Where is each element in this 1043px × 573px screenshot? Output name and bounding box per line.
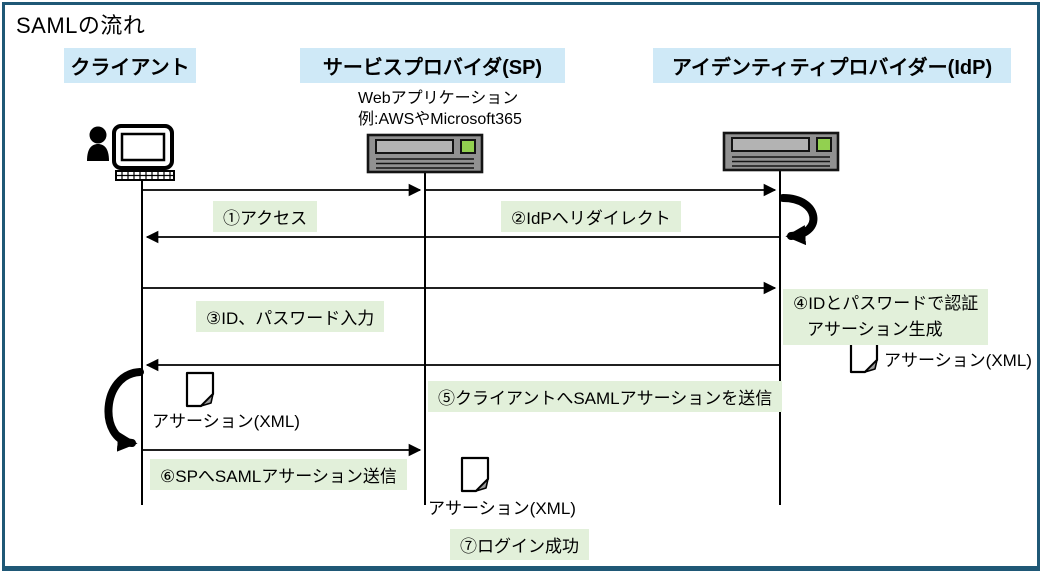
actor-label-idp: アイデンティティプロバイダー(IdP) <box>671 57 993 79</box>
step4-label: ④IDとパスワードで認証 アサーション生成 <box>783 289 989 345</box>
client-loop-arrow-icon <box>104 368 144 452</box>
actor-header-sp: サービスプロバイダ(SP) <box>300 48 565 83</box>
sp-sublabel: Webアプリケーション 例:AWSやMicrosoft365 <box>358 88 522 130</box>
person-computer-icon <box>87 124 175 181</box>
sp-server-icon <box>366 133 484 174</box>
step4-label-line1: ④IDとパスワードで認証 <box>793 294 979 313</box>
actor-label-sp: サービスプロバイダ(SP) <box>322 57 543 79</box>
idp-server-icon <box>722 131 840 172</box>
document-xml-icon <box>849 337 879 374</box>
actor-header-client: クライアント <box>64 48 196 83</box>
step3-label: ③ID、パスワード入力 <box>196 301 385 332</box>
actor-header-idp: アイデンティティプロバイダー(IdP) <box>653 48 1011 83</box>
sp-sublabel-line2: 例:AWSやMicrosoft365 <box>358 111 522 128</box>
sp-sublabel-line1: Webアプリケーション <box>358 90 519 107</box>
step7-label: ⑦ログイン成功 <box>450 529 589 560</box>
diagram-title: SAMLの流れ <box>16 13 146 38</box>
assertion-xml-label-idp: アサーション(XML) <box>884 351 1032 370</box>
step2-label: ②IdPへリダイレクト <box>501 201 681 232</box>
actor-label-client: クライアント <box>70 57 190 79</box>
document-xml-icon <box>460 456 490 493</box>
document-xml-icon <box>185 371 215 408</box>
step6-label: ⑥SPへSAMLアサーション送信 <box>150 459 407 490</box>
step4-label-line2: アサーション生成 <box>807 320 943 339</box>
assertion-xml-label-sp: アサーション(XML) <box>428 499 576 518</box>
step1-label: ①アクセス <box>213 201 318 232</box>
assertion-xml-label-client: アサーション(XML) <box>152 412 300 431</box>
step5-label: ⑤クライアントへSAMLアサーションを送信 <box>428 381 783 412</box>
redirect-loop-arrow-icon <box>779 194 818 246</box>
